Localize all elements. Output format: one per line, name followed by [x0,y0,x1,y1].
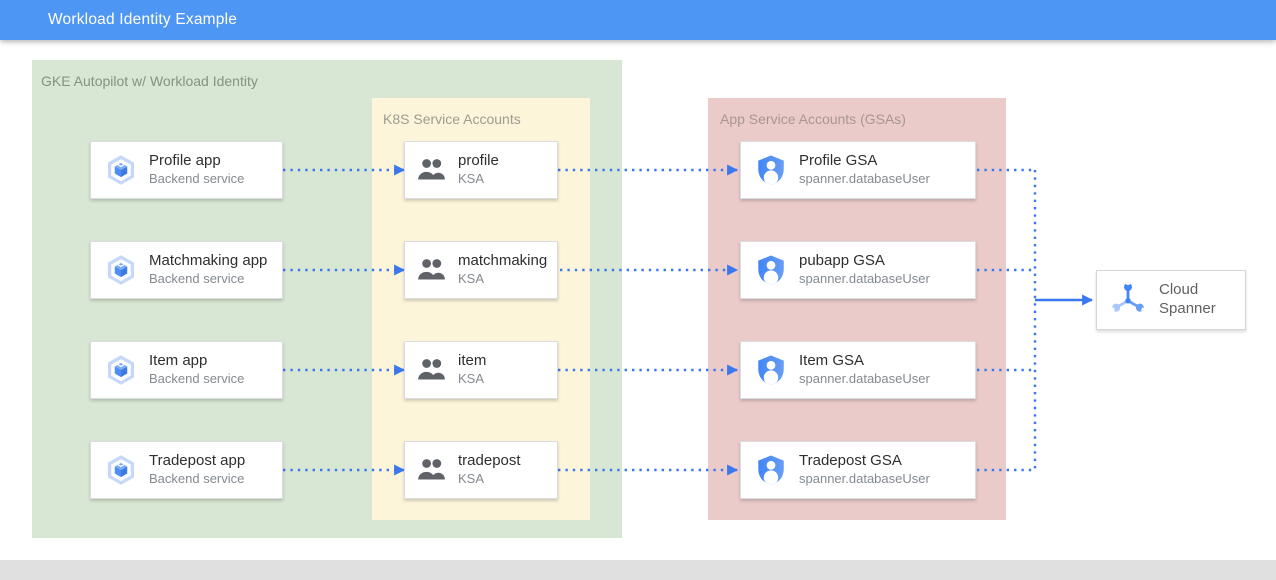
gsa-container-label: App Service Accounts (GSAs) [720,111,906,127]
node-tradepost-app: Tradepost app Backend service [90,441,283,499]
spanner-wrenches-icon [1109,280,1147,320]
ksa-container-label: K8S Service Accounts [383,111,521,127]
node-subtitle: KSA [458,170,485,186]
node-title: Tradepost GSA [799,452,902,470]
shield-user-icon [754,453,788,487]
node-subtitle: Backend service [149,370,245,386]
node-title: Item app [149,352,208,370]
node-profile-ksa: profile KSA [404,141,558,199]
node-pubapp-gsa: pubapp GSA spanner.databaseUser [740,241,976,299]
node-title: Matchmaking app [149,252,268,270]
people-group-icon [415,253,449,287]
drawing-area: GKE Autopilot w/ Workload Identity K8S S… [0,40,1276,560]
node-title: Profile app [149,152,221,170]
gke-workload-icon [104,153,138,187]
node-subtitle: KSA [458,370,485,386]
node-tradepost-ksa: tradepost KSA [404,441,558,499]
node-title: item [458,352,487,370]
node-matchmaking-app: Matchmaking app Backend service [90,241,283,299]
gke-workload-icon [104,453,138,487]
node-tradepost-gsa: Tradepost GSA spanner.databaseUser [740,441,976,499]
node-subtitle: spanner.databaseUser [799,470,930,486]
people-group-icon [415,153,449,187]
people-group-icon [415,453,449,487]
node-title: pubapp GSA [799,252,885,270]
node-title: Profile GSA [799,152,878,170]
node-item-app: Item app Backend service [90,341,283,399]
node-profile-gsa: Profile GSA spanner.databaseUser [740,141,976,199]
node-profile-app: Profile app Backend service [90,141,283,199]
gke-workload-icon [104,353,138,387]
node-subtitle: Backend service [149,470,245,486]
node-subtitle: spanner.databaseUser [799,170,930,186]
shield-user-icon [754,153,788,187]
node-matchmaking-ksa: matchmaking KSA [404,241,558,299]
people-group-icon [415,353,449,387]
title-bar: Workload Identity Example [0,0,1276,40]
node-item-ksa: item KSA [404,341,558,399]
node-title: tradepost [458,452,521,470]
gke-container-label: GKE Autopilot w/ Workload Identity [41,73,258,89]
node-title: profile [458,152,499,170]
bottom-gray-bar [0,560,1276,580]
node-subtitle: spanner.databaseUser [799,370,930,386]
node-title: Cloud Spanner [1159,281,1216,317]
node-title: Item GSA [799,352,865,370]
node-subtitle: Backend service [149,170,245,186]
node-title: Tradepost app [149,452,246,470]
shield-user-icon [754,253,788,287]
page-title: Workload Identity Example [48,11,238,28]
node-subtitle: Backend service [149,270,245,286]
shield-user-icon [754,353,788,387]
node-cloud-spanner: Cloud Spanner [1096,270,1246,330]
node-title: matchmaking [458,252,548,270]
node-subtitle: KSA [458,470,485,486]
node-subtitle: KSA [458,270,485,286]
node-subtitle: spanner.databaseUser [799,270,930,286]
node-item-gsa: Item GSA spanner.databaseUser [740,341,976,399]
gke-workload-icon [104,253,138,287]
